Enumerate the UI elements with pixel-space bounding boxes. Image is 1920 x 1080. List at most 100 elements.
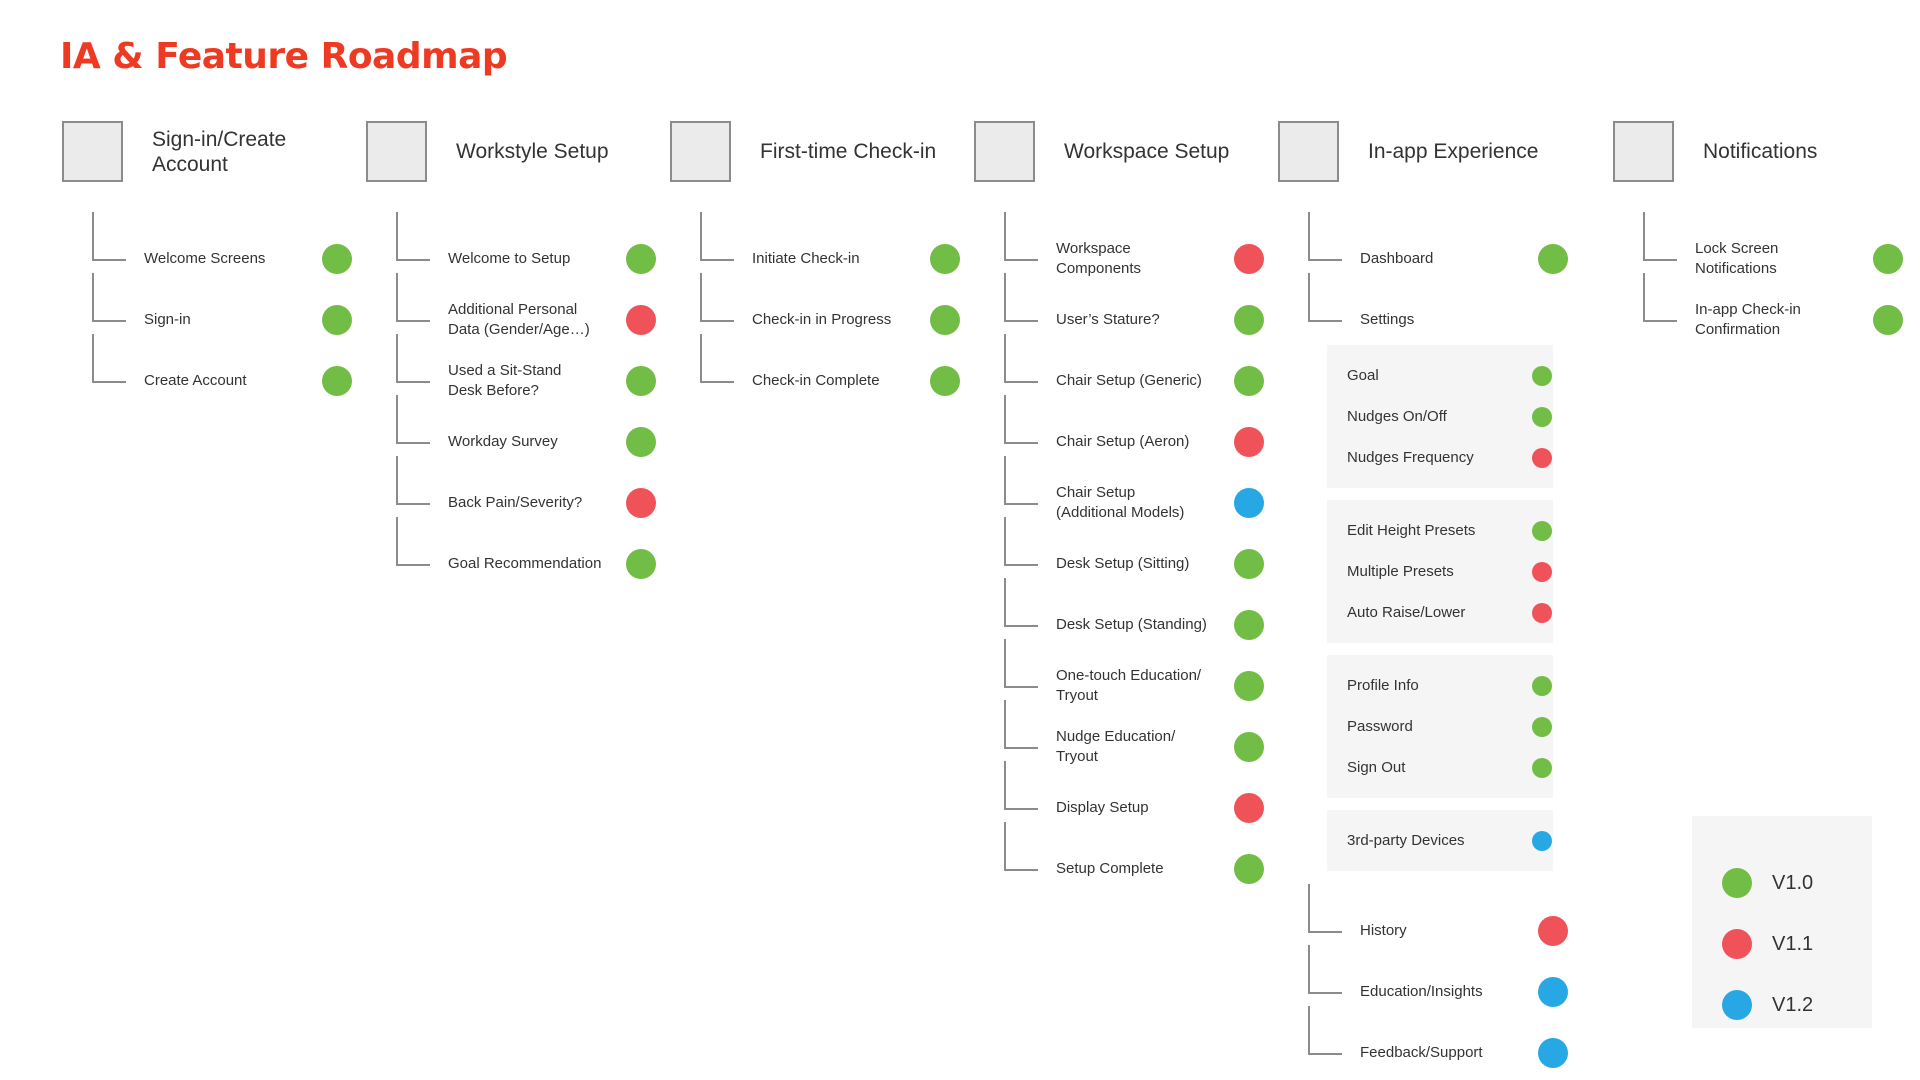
item-label: Display Setup <box>1056 799 1149 816</box>
tree-connector <box>700 212 734 261</box>
status-dot <box>1538 244 1568 274</box>
item-label: In-app Check-in Confirmation <box>1695 301 1801 338</box>
settings-item-label: Auto Raise/Lower <box>1347 604 1466 621</box>
status-dot <box>1873 305 1903 335</box>
tree-connector <box>396 273 430 322</box>
settings-item-label: Password <box>1347 718 1413 735</box>
legend-item: V1.0 <box>1722 853 1862 913</box>
status-dot <box>322 244 352 274</box>
item-label: Desk Setup (Sitting) <box>1056 555 1190 572</box>
legend-label: V1.0 <box>1772 871 1814 894</box>
legend-dot <box>1722 990 1752 1020</box>
status-dot <box>1532 521 1552 541</box>
tree-connector <box>1004 822 1038 871</box>
tree-connector <box>1643 212 1677 261</box>
item-label: Check-in in Progress <box>752 311 892 328</box>
legend-dot <box>1722 868 1752 898</box>
settings-group: 3rd-party Devices <box>1327 810 1553 871</box>
item-label: Setup Complete <box>1056 860 1164 877</box>
item-label: History <box>1360 922 1407 939</box>
tree-connector <box>92 212 126 261</box>
item-label: Workspace Components <box>1056 240 1142 277</box>
tree-connector <box>700 273 734 322</box>
tree-connector <box>396 212 430 261</box>
section-box <box>974 121 1035 182</box>
item-label: Welcome to Setup <box>448 250 571 267</box>
item-label: Feedback/Support <box>1360 1044 1483 1061</box>
tree-connector <box>396 395 430 444</box>
settings-item: Sign Out <box>1347 747 1553 788</box>
settings-item: Multiple Presets <box>1347 551 1553 592</box>
status-dot <box>1234 244 1264 274</box>
tree-connector <box>1004 517 1038 566</box>
tree-connector <box>1308 1006 1342 1055</box>
tree-connector <box>1004 334 1038 383</box>
status-dot <box>1234 549 1264 579</box>
status-dot <box>1234 366 1264 396</box>
settings-item-label: Profile Info <box>1347 677 1419 694</box>
settings-item-label: 3rd-party Devices <box>1347 832 1465 849</box>
item-label: Lock Screen Notifications <box>1695 240 1779 277</box>
settings-item: Password <box>1347 706 1553 747</box>
status-dot <box>1538 916 1568 946</box>
status-dot <box>1532 717 1552 737</box>
status-dot <box>626 488 656 518</box>
legend-dot <box>1722 929 1752 959</box>
section-heading: Workstyle Setup <box>456 140 609 163</box>
tree-connector <box>1308 273 1342 322</box>
section-heading: Sign-in/Create Account <box>152 127 287 176</box>
item-label: User’s Stature? <box>1056 311 1160 328</box>
status-dot <box>1234 427 1264 457</box>
item-label: Settings <box>1360 311 1415 328</box>
item-label: Sign-in <box>144 311 191 328</box>
section-box <box>1613 121 1674 182</box>
status-dot <box>930 305 960 335</box>
tree-connector <box>1308 884 1342 933</box>
status-dot <box>1873 244 1903 274</box>
legend-label: V1.2 <box>1772 993 1814 1016</box>
status-dot <box>1532 831 1552 851</box>
status-dot <box>1234 488 1264 518</box>
tree-connector <box>396 456 430 505</box>
section-heading: First-time Check-in <box>760 140 937 163</box>
tree-connector <box>1004 700 1038 749</box>
status-dot <box>930 366 960 396</box>
status-dot <box>1538 1038 1568 1068</box>
settings-item-label: Nudges Frequency <box>1347 449 1474 466</box>
status-dot <box>626 366 656 396</box>
settings-item-label: Multiple Presets <box>1347 563 1454 580</box>
section-box <box>366 121 427 182</box>
status-dot <box>1532 562 1552 582</box>
item-label: Nudge Education/ Tryout <box>1056 728 1176 765</box>
status-dot <box>1234 854 1264 884</box>
item-label: Welcome Screens <box>144 250 266 267</box>
tree-connector <box>1643 273 1677 322</box>
status-dot <box>1532 603 1552 623</box>
tree-connector <box>1308 212 1342 261</box>
status-dot <box>1234 305 1264 335</box>
settings-item-label: Sign Out <box>1347 759 1406 776</box>
tree-connector <box>1004 395 1038 444</box>
section-box <box>670 121 731 182</box>
tree-connector <box>1004 761 1038 810</box>
tree-connector <box>1004 456 1038 505</box>
tree-connector <box>1004 578 1038 627</box>
status-dot <box>1234 793 1264 823</box>
item-label: Education/Insights <box>1360 983 1483 1000</box>
status-dot <box>626 549 656 579</box>
tree-connector <box>1004 212 1038 261</box>
status-dot <box>1234 671 1264 701</box>
legend-item: V1.2 <box>1722 975 1862 1035</box>
status-dot <box>1532 366 1552 386</box>
settings-item-label: Edit Height Presets <box>1347 522 1476 539</box>
tree-connector <box>700 334 734 383</box>
tree-connector <box>1004 639 1038 688</box>
settings-item: Nudges On/Off <box>1347 396 1553 437</box>
status-dot <box>626 427 656 457</box>
item-label: Used a Sit-Stand Desk Before? <box>448 362 562 399</box>
status-dot <box>322 366 352 396</box>
settings-item: 3rd-party Devices <box>1347 820 1553 861</box>
